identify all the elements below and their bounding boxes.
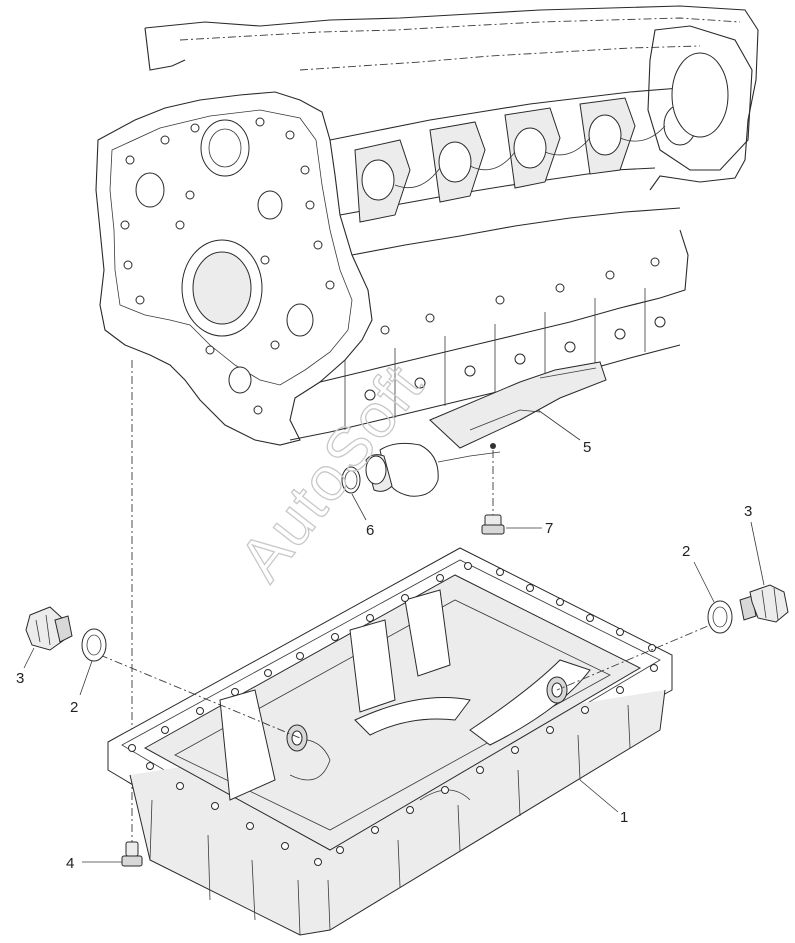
leader-left-plug: [99, 654, 301, 739]
callout-6: 6: [366, 522, 374, 539]
callout-1: 1: [620, 809, 628, 826]
leader-right-plug: [556, 619, 723, 691]
strainer-bolt: [481, 450, 505, 535]
drain-plug-left: [25, 606, 73, 651]
drain-plug-right: [739, 584, 789, 623]
callout-4: 4: [66, 855, 74, 872]
gasket-left: [81, 628, 107, 662]
callout-2-left: 2: [70, 699, 78, 716]
callout-3-right: 3: [744, 503, 752, 520]
o-ring: [341, 466, 361, 494]
engine-block: [95, 5, 759, 446]
callouts: 1 2 2 3 3 4 5 6 7: [16, 409, 765, 872]
callout-2-right: 2: [682, 543, 690, 560]
callout-7: 7: [545, 520, 553, 537]
callout-3-left: 3: [16, 670, 24, 687]
callout-5: 5: [583, 439, 591, 456]
gasket-right: [707, 600, 733, 634]
oil-pan: [107, 547, 673, 936]
oil-strainer: [365, 361, 607, 497]
pan-bolt: [121, 841, 143, 867]
